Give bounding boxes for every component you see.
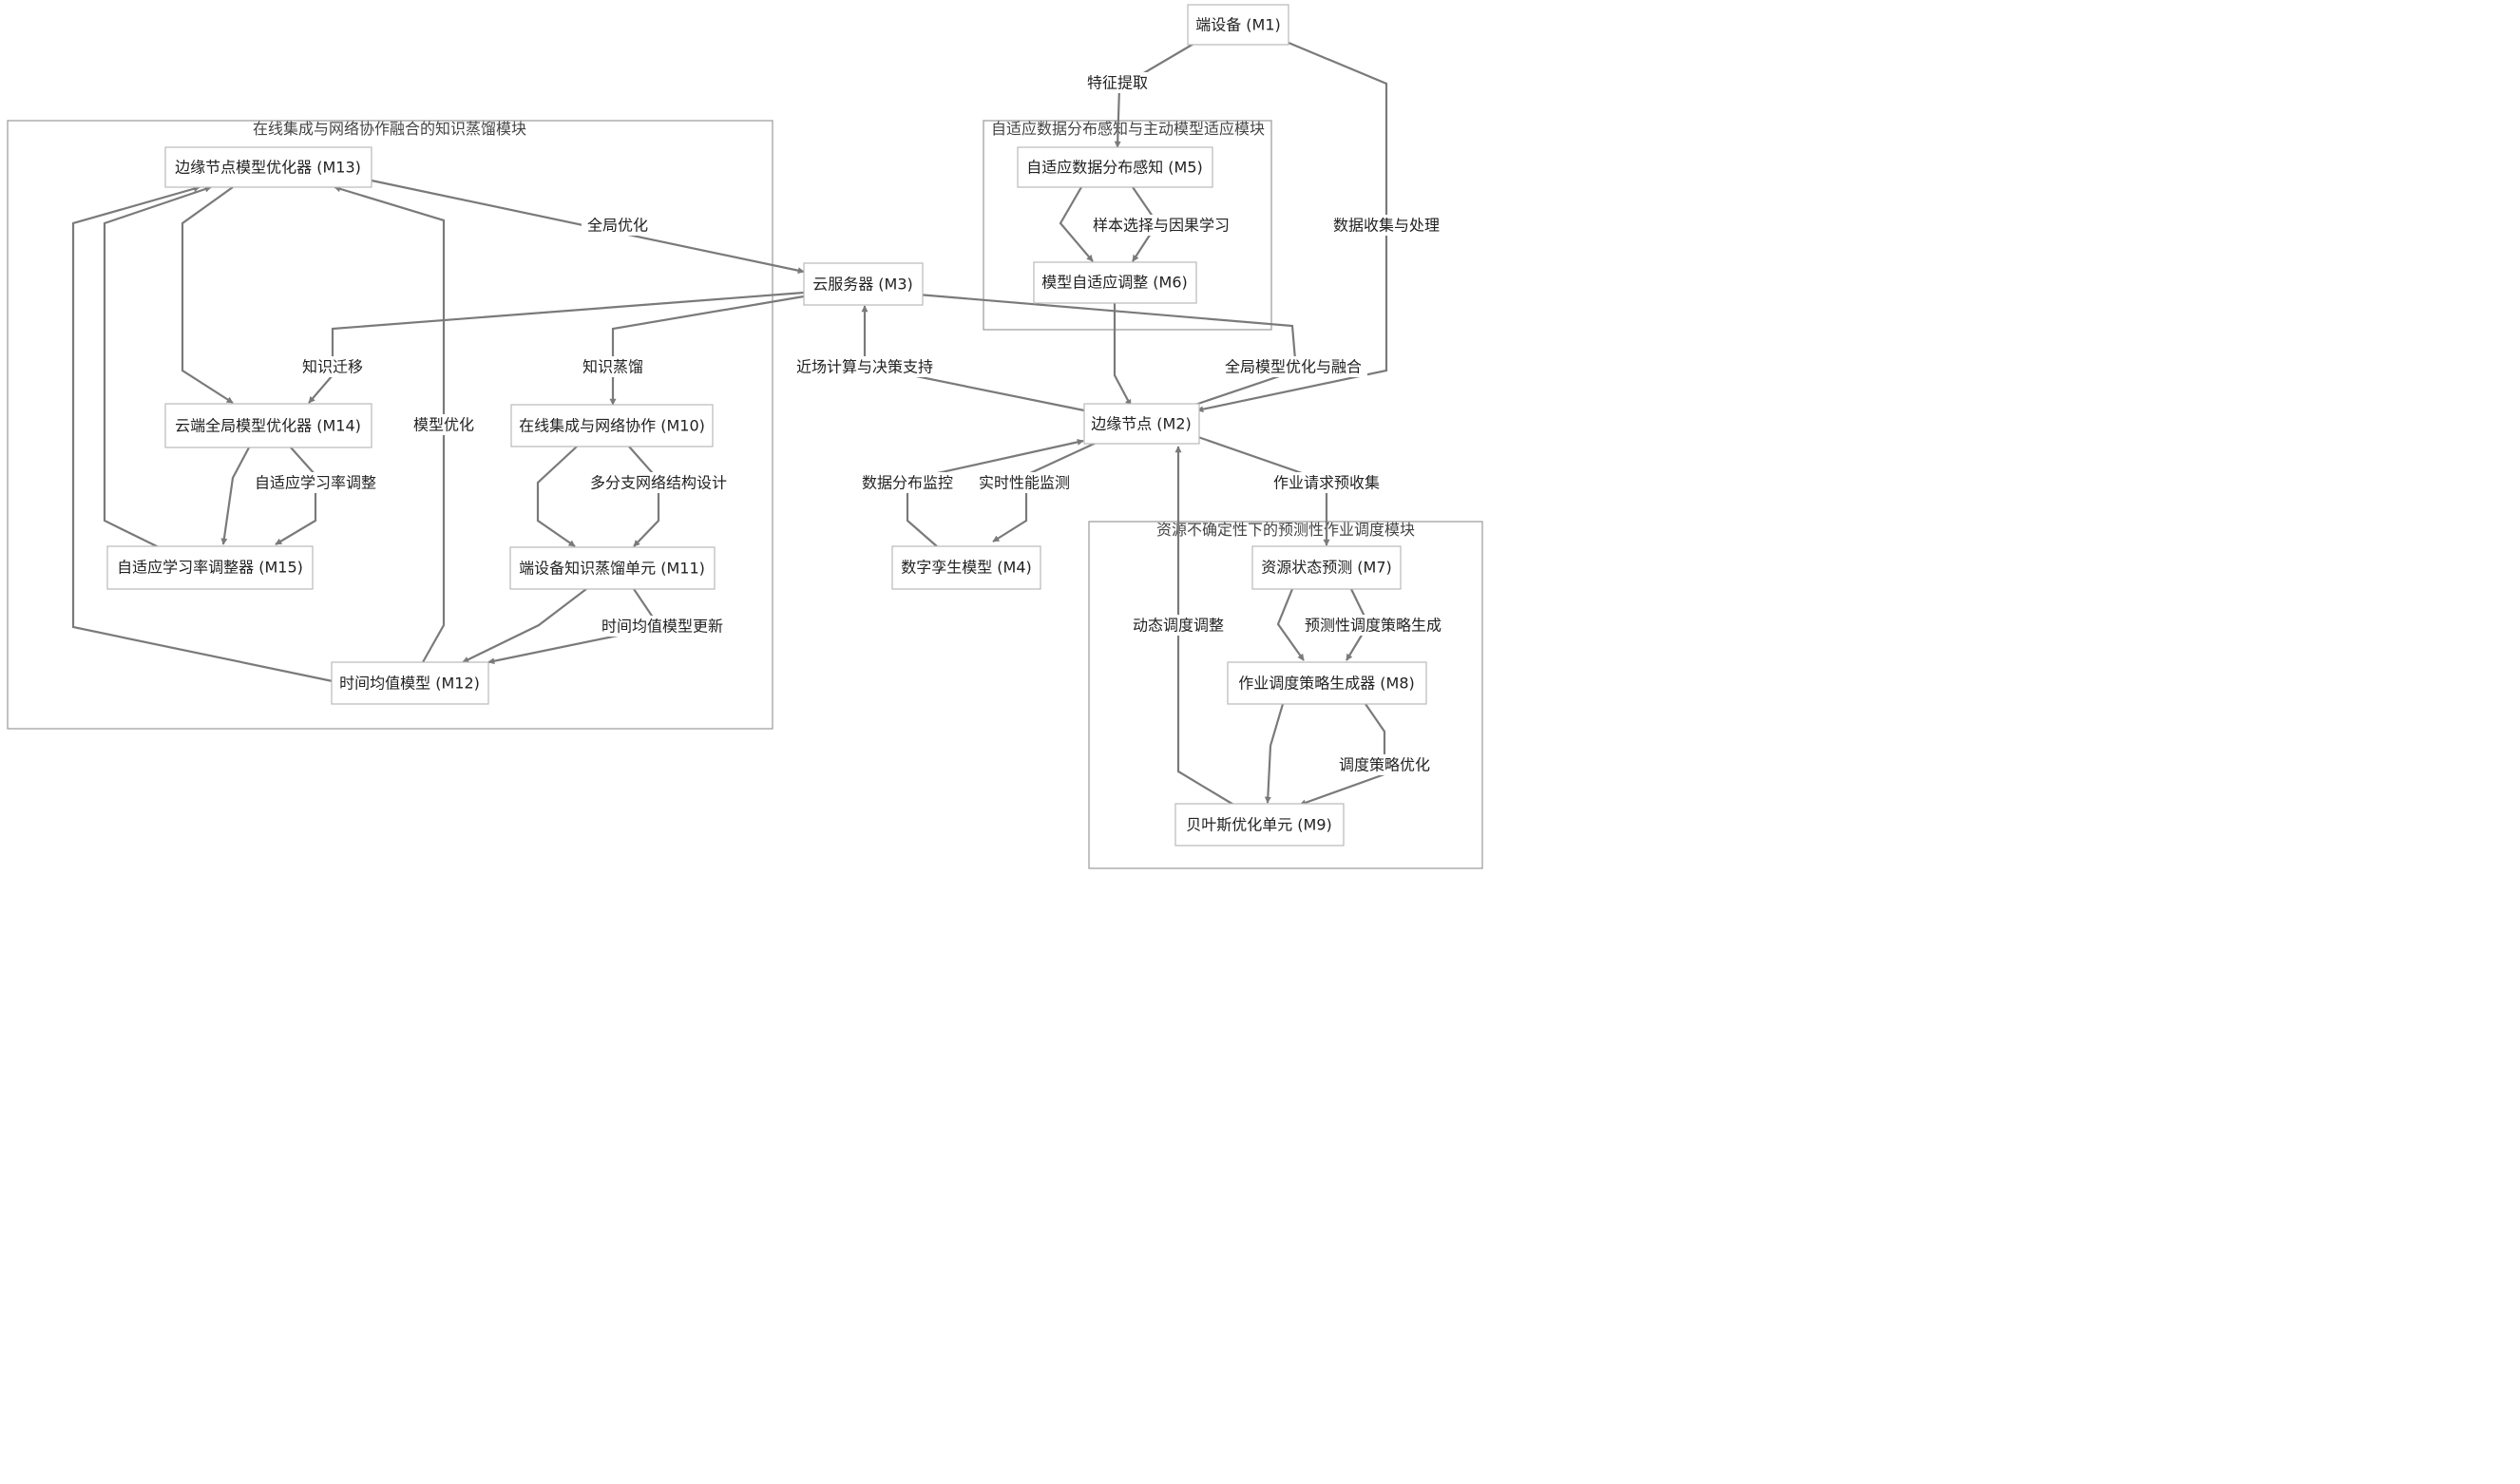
node-m12-time-mean-model[interactable]: 时间均值模型 (M12) [331, 661, 489, 705]
edge-label-adaptive-lr: 自适应学习率调整 [249, 472, 382, 493]
svg-text:自适应学习率调整器 (M15): 自适应学习率调整器 (M15) [117, 559, 303, 577]
cluster-distillation-title: 在线集成与网络协作融合的知识蒸馏模块 [253, 120, 526, 138]
node-m11-device-distillation[interactable]: 端设备知识蒸馏单元 (M11) [509, 546, 716, 590]
edge-m2-m4 [992, 439, 1103, 542]
svg-text:自适应学习率调整: 自适应学习率调整 [255, 474, 376, 492]
edge-m9-m2 [1174, 446, 1236, 807]
svg-text:数字孪生模型 (M4): 数字孪生模型 (M4) [901, 559, 1032, 577]
edge-label-global-fusion: 全局模型优化与融合 [1219, 356, 1367, 377]
svg-text:端设备知识蒸馏单元 (M11): 端设备知识蒸馏单元 (M11) [519, 560, 705, 578]
edge-m7-m8-left [1276, 588, 1305, 661]
svg-text:模型优化: 模型优化 [413, 416, 474, 434]
svg-text:模型自适应调整 (M6): 模型自适应调整 (M6) [1041, 274, 1188, 292]
edge-label-job-collect: 作业请求预收集 [1268, 472, 1385, 493]
svg-text:实时性能监测: 实时性能监测 [979, 474, 1070, 492]
svg-text:数据收集与处理: 数据收集与处理 [1333, 217, 1440, 235]
svg-text:知识蒸馏: 知识蒸馏 [582, 358, 643, 376]
edge-m3-m2 [917, 293, 1298, 412]
node-m9-bayes-optimizer[interactable]: 贝叶斯优化单元 (M9) [1174, 803, 1345, 847]
svg-text:全局优化: 全局优化 [587, 217, 648, 235]
node-m3-cloud-server[interactable]: 云服务器 (M3) [803, 262, 924, 306]
svg-text:调度策略优化: 调度策略优化 [1339, 756, 1430, 774]
svg-text:全局模型优化与融合: 全局模型优化与融合 [1225, 358, 1362, 376]
svg-text:多分支网络结构设计: 多分支网络结构设计 [590, 474, 727, 492]
edge-label-data-monitor: 数据分布监控 [856, 472, 959, 493]
svg-text:云服务器 (M3): 云服务器 (M3) [812, 276, 913, 294]
edge-label-multi-branch: 多分支网络结构设计 [584, 472, 733, 493]
edge-label-knowledge-transfer: 知识迁移 [296, 356, 369, 377]
svg-text:边缘节点 (M2): 边缘节点 (M2) [1091, 415, 1192, 433]
svg-text:时间均值模型 (M12): 时间均值模型 (M12) [339, 675, 480, 693]
edge-m15-m13 [103, 185, 212, 548]
svg-text:知识迁移: 知识迁移 [302, 358, 363, 376]
svg-text:样本选择与因果学习: 样本选择与因果学习 [1093, 217, 1230, 235]
edge-m10-m11-left [536, 446, 578, 547]
node-m8-scheduling-generator[interactable]: 作业调度策略生成器 (M8) [1227, 661, 1427, 705]
svg-text:特征提取: 特征提取 [1087, 74, 1148, 92]
svg-text:端设备 (M1): 端设备 (M1) [1195, 16, 1281, 34]
cluster-adaptive-title: 自适应数据分布感知与主动模型适应模块 [991, 120, 1265, 138]
edge-m5-m6-left [1059, 186, 1094, 262]
edge-m3-m10 [609, 295, 805, 406]
edge-label-knowledge-distill: 知识蒸馏 [577, 356, 649, 377]
edge-label-model-opt: 模型优化 [408, 414, 480, 435]
svg-text:在线集成与网络协作 (M10): 在线集成与网络协作 (M10) [519, 417, 705, 435]
svg-text:云端全局模型优化器 (M14): 云端全局模型优化器 (M14) [175, 417, 361, 435]
svg-text:动态调度调整: 动态调度调整 [1133, 617, 1224, 635]
flowchart-canvas: 在线集成与网络协作融合的知识蒸馏模块 自适应数据分布感知与主动模型适应模块 资源… [7, 4, 1483, 869]
cluster-distillation-module: 在线集成与网络协作融合的知识蒸馏模块 [7, 120, 773, 730]
node-m7-resource-prediction[interactable]: 资源状态预测 (M7) [1251, 545, 1402, 590]
svg-text:近场计算与决策支持: 近场计算与决策支持 [796, 358, 933, 376]
cluster-adaptive-module: 自适应数据分布感知与主动模型适应模块 [983, 120, 1272, 331]
nodes: 端设备 (M1) 边缘节点 (M2) 云服务器 (M3) 数字孪生模型 (M4)… [106, 4, 1427, 847]
edge-label-time-mean-update: 时间均值模型更新 [596, 616, 729, 637]
svg-text:资源状态预测 (M7): 资源状态预测 (M7) [1261, 559, 1392, 577]
edge-label-feature-extract: 特征提取 [1079, 72, 1155, 93]
edge-label-perf-monitor: 实时性能监测 [973, 472, 1076, 493]
svg-text:作业请求预收集: 作业请求预收集 [1273, 474, 1380, 492]
node-m1-end-device[interactable]: 端设备 (M1) [1187, 4, 1289, 46]
edge-m13-m14 [181, 186, 234, 404]
edge-m8-m9-right [1299, 703, 1386, 807]
cluster-scheduling-title: 资源不确定性下的预测性作业调度模块 [1156, 521, 1415, 539]
svg-text:作业调度策略生成器 (M8): 作业调度策略生成器 (M8) [1238, 675, 1415, 693]
node-m4-digital-twin[interactable]: 数字孪生模型 (M4) [891, 545, 1041, 590]
edge-label-near-field: 近场计算与决策支持 [791, 356, 939, 377]
svg-text:自适应数据分布感知 (M5): 自适应数据分布感知 (M5) [1026, 159, 1203, 177]
node-m10-online-ensemble[interactable]: 在线集成与网络协作 (M10) [510, 404, 714, 447]
edge-m11-m12-left [462, 588, 587, 663]
edge-m14-m15-right [275, 447, 317, 545]
edge-m6-m2 [1113, 303, 1132, 407]
edge-label-data-collect: 数据收集与处理 [1327, 215, 1445, 236]
svg-text:贝叶斯优化单元 (M9): 贝叶斯优化单元 (M9) [1186, 816, 1332, 834]
edge-m8-m9-left [1264, 703, 1285, 804]
svg-text:边缘节点模型优化器 (M13): 边缘节点模型优化器 (M13) [175, 159, 361, 177]
edge-m12-m13-outer [71, 185, 334, 683]
edge-m14-m15-left [220, 447, 250, 545]
node-m14-cloud-optimizer[interactable]: 云端全局模型优化器 (M14) [164, 403, 372, 448]
edge-label-dynamic-sched: 动态调度调整 [1127, 615, 1230, 636]
node-m6-model-adjust[interactable]: 模型自适应调整 (M6) [1033, 261, 1197, 304]
node-m13-edge-optimizer[interactable]: 边缘节点模型优化器 (M13) [164, 146, 372, 188]
node-m2-edge-node[interactable]: 边缘节点 (M2) [1083, 403, 1200, 445]
edge-label-global-opt: 全局优化 [582, 215, 654, 236]
edge-m4-m2 [906, 438, 1084, 548]
svg-text:时间均值模型更新: 时间均值模型更新 [601, 618, 723, 636]
edge-label-sched-opt: 调度策略优化 [1333, 754, 1436, 775]
node-m5-adaptive-perception[interactable]: 自适应数据分布感知 (M5) [1017, 146, 1213, 188]
edge-label-sample-select: 样本选择与因果学习 [1087, 215, 1235, 236]
edge-m10-m11-right [628, 446, 660, 547]
edge-label-predictive-gen: 预测性调度策略生成 [1299, 615, 1447, 636]
node-m15-adaptive-lr[interactable]: 自适应学习率调整器 (M15) [106, 545, 314, 590]
svg-text:数据分布监控: 数据分布监控 [862, 474, 953, 492]
cluster-scheduling-module: 资源不确定性下的预测性作业调度模块 [1088, 521, 1483, 869]
edge-m3-m14 [308, 291, 805, 404]
svg-text:预测性调度策略生成: 预测性调度策略生成 [1305, 617, 1441, 635]
edge-labels: 特征提取 数据收集与处理 样本选择与因果学习 全局模型优化与融合 近场计算与决策… [249, 72, 1447, 775]
